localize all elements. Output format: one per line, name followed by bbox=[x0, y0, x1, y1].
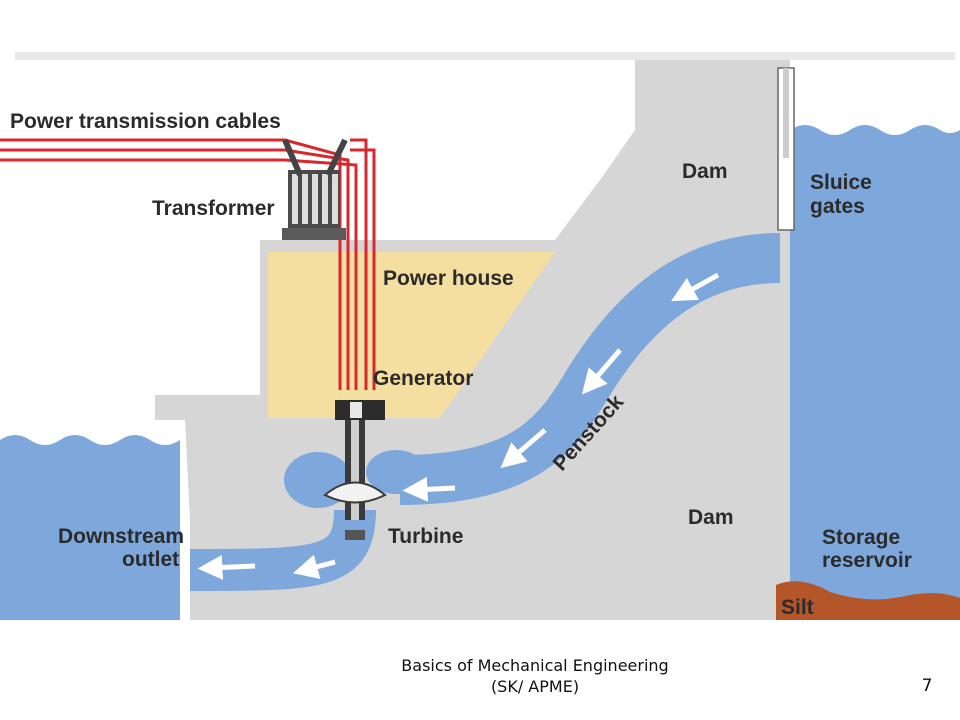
outlet-channel bbox=[189, 509, 376, 591]
label-turbine: Turbine bbox=[388, 525, 463, 548]
storage-reservoir-water bbox=[790, 125, 960, 620]
label-power-house: Power house bbox=[383, 267, 514, 290]
label-sluice-line2: gates bbox=[810, 195, 865, 218]
label-downstream-line2: outlet bbox=[122, 548, 179, 571]
turbine-runner bbox=[323, 481, 387, 504]
label-dam-top: Dam bbox=[682, 160, 728, 183]
downstream-water bbox=[0, 435, 180, 620]
label-dam-bottom: Dam bbox=[688, 506, 734, 529]
generator-highlight bbox=[350, 402, 362, 418]
label-downstream-line1: Downstream bbox=[58, 525, 184, 548]
label-sluice-line1: Sluice bbox=[810, 171, 872, 194]
top-shadow-bar bbox=[15, 52, 955, 60]
silt-layer bbox=[776, 581, 960, 620]
hydroelectric-dam-diagram: Power transmission cables Transformer Po… bbox=[0, 52, 960, 620]
label-power-transmission-cables: Power transmission cables bbox=[10, 110, 281, 133]
transmission-cables bbox=[0, 138, 376, 390]
turbine-shaft-highlight bbox=[351, 420, 359, 520]
flow-arrows bbox=[197, 272, 720, 580]
label-storage-line1: Storage bbox=[822, 526, 900, 549]
sluice-gate-rod bbox=[783, 68, 789, 158]
transformer-unit bbox=[282, 138, 348, 240]
footer-line1: Basics of Mechanical Engineering bbox=[401, 656, 669, 675]
label-storage-line2: reservoir bbox=[822, 549, 912, 572]
label-silt: Silt bbox=[781, 596, 814, 619]
footer-line2: (SK/ APME) bbox=[490, 677, 580, 696]
footer-course-title: Basics of Mechanical Engineering (SK/ AP… bbox=[370, 655, 700, 697]
turbine-hub bbox=[345, 530, 365, 540]
label-transformer: Transformer bbox=[152, 197, 275, 220]
slide-number: 7 bbox=[921, 676, 933, 696]
label-generator: Generator bbox=[373, 367, 473, 390]
